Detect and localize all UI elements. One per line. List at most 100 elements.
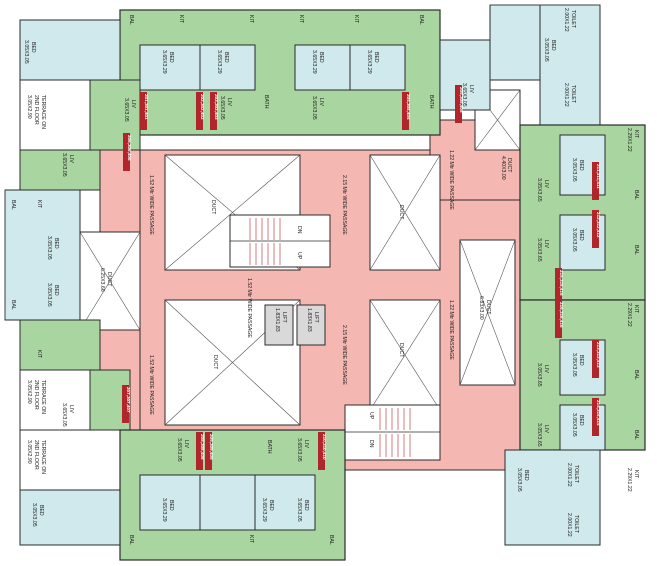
- room-bal-label: BAL: [633, 370, 639, 380]
- room-bed-size: 3.05X3.05: [46, 283, 52, 307]
- passage-center-small-label: 1.52 Mtr WIDE PASSAGE: [246, 278, 252, 338]
- room-liv-size: 3.05X3.65: [536, 178, 542, 202]
- room-bal-label: BAL: [418, 15, 424, 25]
- room-bal-label: BAL: [633, 430, 639, 440]
- unit-tag: 202,302,402: [200, 94, 205, 120]
- duct-right-label: DUCT: [485, 300, 491, 315]
- unit-tag: 204,304,404: [406, 94, 411, 120]
- room-toilet-label: TOILET: [573, 515, 579, 534]
- room-liv-size: 3.05X3.65: [536, 423, 542, 447]
- terrace-line1: TERRACE ON: [40, 440, 46, 474]
- unit-tag: 212,312,412: [596, 212, 601, 238]
- room-kit-size: 2.29X1.22: [626, 128, 632, 152]
- room-toilet-label: TOILET: [570, 10, 576, 29]
- lift-1-label: LIFT: [281, 312, 287, 323]
- duct-1-label: DUCT: [210, 200, 216, 215]
- room-bed-size: 3.65X3.29: [366, 50, 372, 74]
- passage-center-lower-label: 2.15 Mtr WIDE PASSAGE: [341, 325, 347, 385]
- duct-2: DUCT: [369, 154, 441, 271]
- passage-right-lower-label: 1.22 Mtr WIDE PASSAGE: [448, 300, 454, 360]
- room-bed-label: BED: [38, 505, 44, 516]
- duct-left: DUCT 6.25X3.66: [79, 231, 141, 331]
- room-liv-label: LIV: [68, 405, 74, 413]
- lift-1-size: 1.83X1.83: [274, 308, 280, 332]
- room-bed-label: BED: [168, 52, 174, 63]
- room-bal-label: BAL: [10, 200, 16, 210]
- room-liv-label: LIV: [303, 440, 309, 448]
- room-bed-size: 3.05X3.05: [516, 468, 522, 492]
- top-labels: BED 3.05X3.05 BED 3.65X3.29 BED 3.65X3.2…: [23, 8, 576, 122]
- room-bed-label: BED: [578, 160, 584, 171]
- room-bed-size: 3.65X3.29: [161, 498, 167, 522]
- stair-lower-dn: DN: [368, 440, 374, 448]
- room-bed-label: BED: [578, 230, 584, 241]
- terrace-size: 3.05X2.90: [26, 440, 32, 464]
- room-kit-size: 2.29X1.22: [626, 468, 632, 492]
- unit-tag: 214,314,414: [596, 400, 601, 426]
- passage-center-upper-label: 2.15 Mtr WIDE PASSAGE: [341, 175, 347, 235]
- room-liv-label: LIV: [543, 180, 549, 188]
- bottom-units: TERRACE ON 2ND FLOOR 3.05X2.90 BED 3.05X…: [19, 429, 346, 561]
- passage-left-label: 1.52 Mtr WIDE PASSAGE: [148, 175, 154, 235]
- room-liv-label: LIV: [183, 440, 189, 448]
- room-bed-label: BED: [303, 500, 309, 511]
- room-bath-label: BATH: [428, 95, 434, 109]
- room-liv-label: LIV: [318, 98, 324, 106]
- room-bed-label: BED: [523, 470, 529, 481]
- room-kit-label: KIT: [298, 15, 304, 24]
- room-kit-size: 2.29X1.22: [626, 303, 632, 327]
- room-kit-label: KIT: [248, 15, 254, 24]
- terrace-line2: 2ND FLOOR: [33, 380, 39, 410]
- room-bal-label: BAL: [633, 245, 639, 255]
- room-bed-label: BED: [53, 238, 59, 249]
- room-liv-label: LIV: [68, 155, 74, 163]
- room-kit-label: KIT: [353, 15, 359, 24]
- room-bed-size: 3.05X3.05: [46, 236, 52, 260]
- terrace-line1: TERRACE ON: [40, 95, 46, 129]
- top-terrace: TERRACE ON 2ND FLOOR 3.05X2.90: [26, 95, 46, 129]
- stair-upper: DN UP: [229, 214, 331, 268]
- room-bed-label: BED: [223, 52, 229, 63]
- room-liv-size: 3.65X3.05: [61, 153, 67, 177]
- room-toilet-label: TOILET: [573, 465, 579, 484]
- unit-tag: 215,315,415: [559, 270, 564, 296]
- duct-4-label: DUCT: [398, 343, 404, 358]
- room-toilet-size: 2.00X1.22: [563, 8, 569, 32]
- room-toilet-size: 2.00X1.22: [566, 463, 572, 487]
- unit-tags: 201,301,401 202,302,402 203,303,403 204,…: [122, 85, 601, 470]
- room-liv-size: 3.05X3.65: [536, 238, 542, 262]
- room-bed-size: 3.65X3.05: [296, 498, 302, 522]
- room-bed-size: 3.05X3.05: [571, 228, 577, 252]
- room-liv-size: 3.65X3.05: [311, 96, 317, 120]
- passage-right-upper-label: 1.22 Mtr WIDE PASSAGE: [448, 150, 454, 210]
- room-bed-label: BED: [30, 42, 36, 53]
- duct-2-label: DUCT: [398, 205, 404, 220]
- room-bed-size: 3.05X3.05: [543, 38, 549, 62]
- room-bed-size: 3.05X3.05: [571, 353, 577, 377]
- lift-2-label: LIFT: [313, 312, 319, 323]
- room-bed-size: 3.65X3.29: [311, 50, 317, 74]
- room-kit-label: KIT: [36, 200, 42, 209]
- lift-2: LIFT 1.83X1.83: [296, 304, 326, 346]
- duct-top-right-size: 4.40X3.00: [500, 156, 506, 180]
- terrace-line1: TERRACE ON: [40, 380, 46, 414]
- room-bed-size: 3.05X3.05: [571, 158, 577, 182]
- duct-top-right: DUCT 4.40X3.00: [474, 89, 521, 180]
- unit-tag: 211,311,411: [596, 164, 601, 189]
- terrace-line2: 2ND FLOOR: [33, 440, 39, 470]
- room-toilet-size: 2.00X1.22: [563, 83, 569, 107]
- unit-tag: 216,316,416: [559, 302, 564, 328]
- room-bal-label: BAL: [633, 190, 639, 200]
- room-bed-size: 3.05X3.05: [571, 413, 577, 437]
- terrace-size: 3.05X2.90: [26, 380, 32, 404]
- stair-upper-up: UP: [296, 252, 302, 260]
- terrace-line2: 2ND FLOOR: [33, 95, 39, 125]
- room-kit-label: KIT: [36, 350, 42, 359]
- duct-left-size: 6.25X3.66: [99, 268, 105, 292]
- room-bed-size: 3.65X3.29: [216, 50, 222, 74]
- room-kit-label: KIT: [633, 130, 639, 139]
- duct-4: DUCT: [369, 299, 441, 411]
- unit-tag: 208,308,408: [200, 434, 205, 460]
- duct-right-size: 6.83X3.00: [478, 296, 484, 320]
- room-bed-label: BED: [268, 500, 274, 511]
